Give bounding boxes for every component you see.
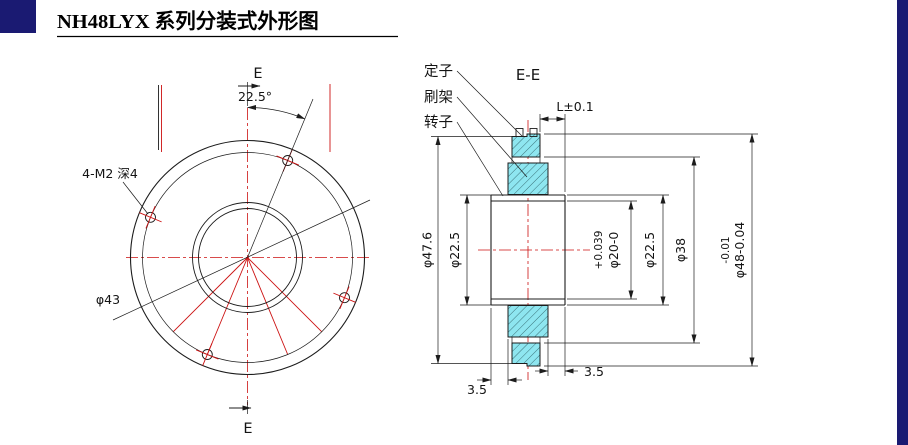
section-mark-top: E: [253, 66, 262, 82]
section-view: E-E 定子: [420, 63, 758, 397]
stator-label: 定子: [424, 63, 453, 80]
track-width-label: L±0.1: [556, 99, 593, 114]
terminal-screw: [529, 128, 538, 137]
dim-fit-od: -0.01 φ48-0.04: [544, 133, 758, 367]
bolt-circle-dimension: φ43: [96, 199, 371, 321]
angle-label: 22.5°: [238, 89, 272, 104]
body-od-label: φ47.6: [420, 232, 435, 268]
bore-tolerance-label: +0.039: [593, 231, 605, 270]
brush-block-bottom: [507, 305, 549, 338]
section-mark-bottom: E: [243, 421, 252, 437]
hole-crosshair: [196, 343, 219, 366]
dim-bore: +0.039 φ20-0: [567, 200, 637, 300]
bolt-circle-label: φ43: [96, 292, 120, 307]
outer-diameter-circle: [129, 139, 366, 376]
brush-block-top: [507, 162, 549, 195]
corner-logo-block: [0, 0, 36, 33]
dim-track-width: L±0.1: [539, 99, 594, 192]
overhang-left-label: 3.5: [467, 382, 487, 397]
fit-od-label: φ48-0.04: [732, 222, 747, 279]
front-view: 22.5° E E 4-M2 深4 φ43: [82, 66, 371, 437]
bore-circle: [198, 208, 297, 307]
dim-rotor-od-left: φ22.5: [447, 194, 494, 306]
brush-holder-label: 刷架: [424, 89, 453, 106]
right-edge-bar: [897, 0, 908, 445]
hole-crosshair: [333, 286, 356, 309]
dim-overhang-right: 3.5: [535, 307, 604, 379]
rotor-od-left-label: φ22.5: [447, 232, 462, 268]
stator-ring-top: [511, 133, 541, 158]
holes-note: 4-M2 深4: [82, 166, 138, 181]
lead-wires: [158, 84, 331, 152]
terminal-screw: [515, 128, 524, 137]
holes-callout: 4-M2 深4: [82, 166, 149, 215]
section-centerlines: [478, 120, 590, 380]
section-cut-marks: E E: [229, 66, 263, 437]
rotor-label: 转子: [424, 114, 453, 131]
section-title: E-E: [516, 66, 540, 84]
rotor-outer-circle: [192, 202, 303, 313]
housing-section: [507, 128, 549, 367]
front-radial-spokes: [172, 257, 323, 355]
overhang-right-label: 3.5: [584, 364, 604, 379]
bolt-circle: [142, 152, 353, 363]
page-title: NH48LYX 系列分装式外形图: [57, 9, 319, 33]
dim-rotor-od-right: φ22.5: [567, 194, 669, 306]
dim-overhang-left: 3.5: [467, 308, 522, 397]
hole-crosshair: [139, 206, 162, 229]
dim-housing-id: φ38: [544, 156, 700, 344]
dim-body-od: φ47.6: [420, 136, 514, 364]
housing-id-label: φ38: [673, 238, 688, 262]
rotor-od-right-label: φ22.5: [642, 232, 657, 268]
angle-dimension: 22.5°: [238, 82, 314, 258]
fit-od-tolerance-label: -0.01: [720, 236, 732, 263]
bore-label: φ20-0: [606, 232, 621, 269]
front-circles: [129, 139, 366, 376]
stator-ring-bottom: [511, 342, 541, 367]
part-labels: 定子 刷架 转子: [424, 63, 528, 197]
